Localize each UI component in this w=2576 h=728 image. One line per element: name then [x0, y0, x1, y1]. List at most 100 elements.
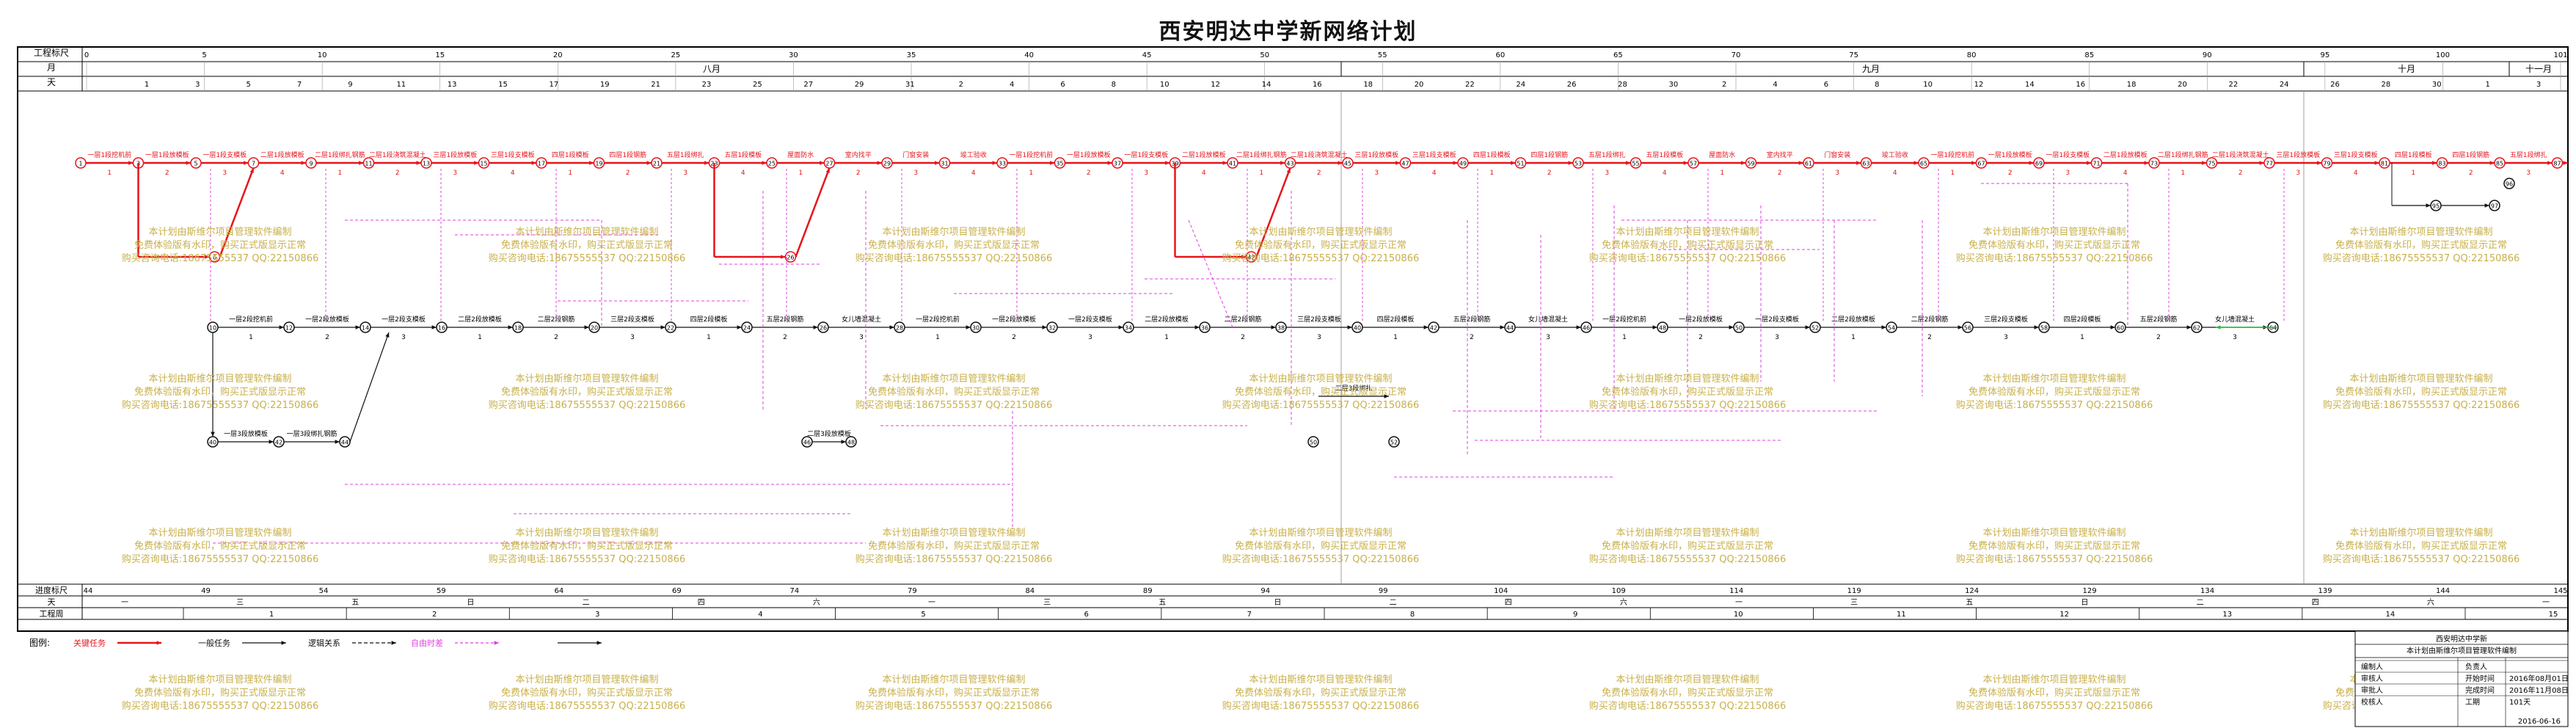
weekday-tick-label: 日 [1274, 599, 1281, 607]
week-tick-label: 13 [2222, 611, 2232, 619]
day-tick-label: 23 [702, 81, 712, 89]
normal-task-label: 四层2段模板 [690, 315, 728, 324]
normal-node [283, 321, 295, 333]
event-node-number: 54 [1888, 325, 1895, 332]
arrow-head [2259, 161, 2264, 165]
arrow-head [279, 325, 284, 330]
normal-task-label: 二层2段钢筋 [1225, 315, 1262, 324]
watermark-line: 本计划由斯维尔项目管理软件编制 [1616, 528, 1759, 539]
watermark-line: 购买咨询电话:18675555537 QQ:22150866 [1589, 553, 1787, 565]
watermark-line: 本计划由斯维尔项目管理软件编制 [148, 528, 291, 539]
watermark-line: 购买咨询电话:18675555537 QQ:22150866 [855, 399, 1053, 411]
critical-duration-label: 2 [165, 170, 169, 177]
week-tick-label: 11 [1897, 611, 1906, 619]
normal-duration-label: 3 [859, 334, 864, 341]
normal-task-label: 三层2段支模板 [610, 315, 654, 324]
watermark-line: 购买咨询电话:18675555537 QQ:22150866 [1589, 252, 1787, 264]
watermark-line: 免费体验版有水印，购买正式版显示正常 [1602, 239, 1773, 251]
scale-tick-label: 95 [2320, 51, 2329, 59]
day-tick-label: 26 [1567, 81, 1577, 89]
watermark-line: 免费体验版有水印，购买正式版显示正常 [134, 540, 306, 552]
week-tick-label: 9 [1573, 611, 1577, 619]
free-float-link [1188, 219, 1233, 328]
normal-duration-label: 2 [1241, 334, 1245, 341]
event-node-number: 46 [803, 440, 811, 446]
critical-duration-label: 4 [511, 170, 515, 177]
info-key: 校核人 [2361, 697, 2383, 707]
critical-node [1687, 157, 1699, 169]
event-node-number: 52 [1390, 440, 1398, 446]
footer-row-label: 进度标尺 [35, 585, 67, 595]
legend-item-label: 一般任务 [198, 638, 230, 648]
normal-node [1046, 321, 1058, 333]
watermark-line: 免费体验版有水印，购买正式版显示正常 [1969, 687, 2140, 699]
event-node-number: 43 [1286, 161, 1294, 167]
arrow-head [2144, 161, 2149, 165]
legend-label: 图例: [29, 638, 50, 648]
critical-task-label: 二层1段绑扎钢筋 [315, 150, 365, 159]
normal-node [1657, 321, 1668, 333]
watermark-line: 免费体验版有水印，购买正式版显示正常 [501, 687, 673, 699]
critical-task-label: 二层1段放模板 [260, 150, 304, 159]
event-node-number: 71 [2092, 161, 2100, 167]
weekday-tick-label: 二 [2197, 599, 2204, 607]
event-node-number: 18 [514, 325, 522, 332]
normal-node [1962, 321, 1974, 333]
day-tick-label: 14 [2025, 81, 2035, 89]
critical-node [593, 157, 605, 169]
day-tick-label: 18 [1363, 81, 1373, 89]
arrow-head [1286, 168, 1291, 173]
event-node-number: 40 [1354, 325, 1361, 332]
watermark-line: 免费体验版有水印，购买正式版显示正常 [134, 687, 306, 699]
normal-task-label: 一层3段绑扎钢筋 [287, 429, 337, 438]
watermark-line: 购买咨询电话:18675555537 QQ:22150866 [489, 700, 686, 712]
critical-node [1860, 157, 1872, 169]
day-tick-label: 12 [1974, 81, 1984, 89]
event-node-number: 42 [1247, 255, 1255, 261]
watermark-line: 本计划由斯维尔项目管理软件编制 [1249, 674, 1392, 685]
week-tick-label: 2 [432, 611, 437, 619]
watermark-line: 免费体验版有水印，购买正式版显示正常 [1235, 540, 1406, 552]
event-node-number: 37 [1114, 161, 1121, 167]
critical-task-label: 室内找平 [845, 150, 872, 159]
event-node-number: 16 [438, 325, 445, 332]
critical-node [1399, 157, 1412, 169]
critical-duration-label: 3 [222, 170, 227, 177]
week-tick-label: 7 [1247, 611, 1252, 619]
normal-task-label: 二层2段钢筋 [1911, 315, 1949, 324]
day-tick-label: 15 [498, 81, 508, 89]
critical-duration-label: 4 [1432, 170, 1437, 177]
normal-duration-label: 2 [554, 334, 558, 341]
info-value: 2016年11月08日 [2509, 685, 2569, 695]
critical-task-label: 二层1段绑扎钢筋 [1236, 150, 1287, 159]
normal-node [1275, 321, 1287, 333]
scale-tick-label: 25 [671, 51, 680, 59]
scale-tick-label: 10 [318, 51, 327, 59]
scale-tick-label: 35 [907, 51, 916, 59]
critical-duration-label: 4 [971, 170, 976, 177]
watermark-line: 购买咨询电话:18675555537 QQ:22150866 [1222, 553, 1420, 565]
info-subtitle: 本计划由斯维尔项目管理软件编制 [2407, 646, 2517, 655]
normal-duration-label: 2 [1470, 334, 1474, 341]
critical-node [362, 157, 375, 169]
normal-duration-label: 1 [1164, 334, 1169, 341]
day-tick-label: 30 [1668, 81, 1678, 89]
critical-node [1514, 157, 1527, 169]
event-node-number: 64 [2269, 325, 2277, 332]
arrow-head [1511, 161, 1516, 165]
critical-task-label: 二层1段浇筑混凝土 [1291, 150, 1348, 159]
watermark-line: 本计划由斯维尔项目管理软件编制 [1982, 374, 2126, 385]
event-node-number: 59 [1747, 161, 1754, 167]
event-node-number: 34 [1125, 325, 1132, 332]
arrow-head [841, 440, 846, 444]
arrow-head [249, 168, 254, 173]
arrow-head [1280, 161, 1285, 165]
critical-node [2033, 157, 2045, 169]
day-tick-label: 8 [1875, 81, 1879, 89]
scale-tick-label: 75 [1849, 51, 1858, 59]
critical-node [2379, 157, 2390, 169]
day-tick-label: 2 [1722, 81, 1726, 89]
critical-task-label: 三层1段放模板 [1354, 150, 1398, 159]
scale-tick-label: 60 [1495, 51, 1505, 59]
critical-duration-label: 4 [741, 170, 745, 177]
